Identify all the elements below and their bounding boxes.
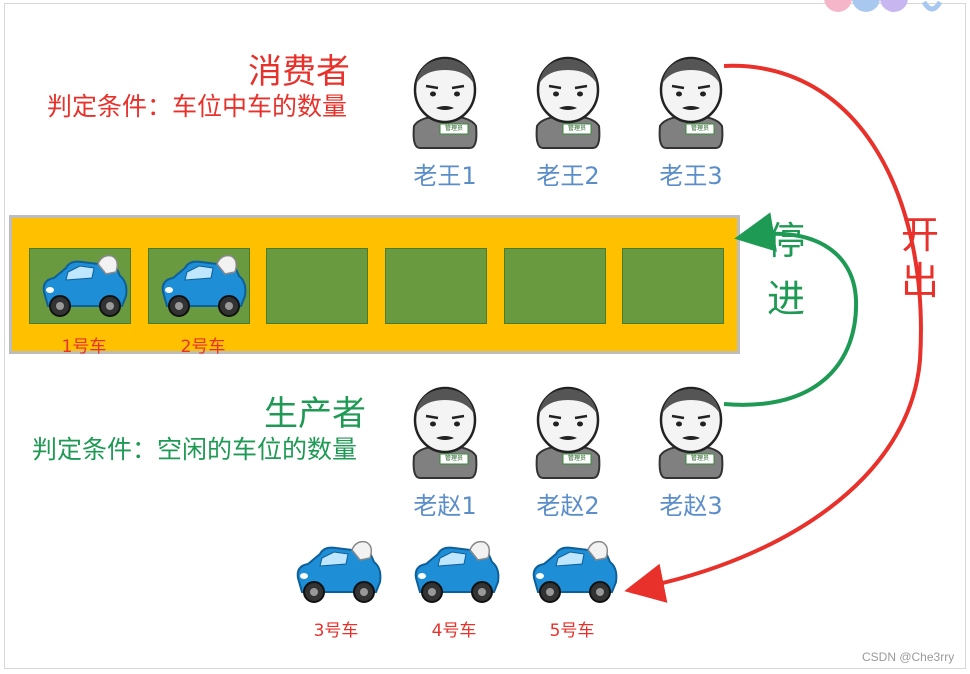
parking-slot-4	[385, 248, 487, 324]
car-icon	[42, 254, 128, 317]
producer-name-2: 老赵2	[536, 492, 600, 520]
drive-out-arrow	[624, 63, 923, 603]
consumer-title: 消费者	[248, 52, 350, 92]
producer-person-2: 管理员 老赵2	[523, 386, 613, 520]
park-in-arrow	[723, 212, 859, 407]
car-label-5: 5号车	[549, 621, 595, 641]
car-label-4: 4号车	[431, 621, 477, 641]
car-icon	[161, 254, 247, 317]
producer-person-1: 管理员 老赵1	[400, 386, 490, 520]
car-icon	[296, 540, 382, 603]
parking-slot-6	[622, 248, 724, 324]
car-icon	[532, 540, 618, 603]
person-badge: 管理员	[690, 455, 709, 462]
producer-person-3: 管理员 老赵3	[646, 386, 736, 520]
car-label-2: 2号车	[180, 337, 226, 357]
person-badge: 管理员	[444, 455, 463, 462]
person-avatar-icon	[535, 56, 601, 149]
consumer-name-1: 老王1	[413, 162, 477, 190]
person-badge: 管理员	[690, 125, 709, 132]
person-avatar-icon	[535, 386, 601, 479]
park-in-label: 停进	[766, 219, 805, 321]
consumer-name-2: 老王2	[536, 162, 600, 190]
parking-slot-3	[266, 248, 368, 324]
parking-slot-5	[504, 248, 606, 324]
consumer-condition: 判定条件：车位中车的数量	[47, 92, 348, 121]
producer-name-3: 老赵3	[659, 492, 723, 520]
producer-name-1: 老赵1	[413, 492, 477, 520]
person-avatar-icon	[412, 56, 478, 149]
producer-title: 生产者	[264, 394, 366, 434]
car-label-1: 1号车	[61, 337, 107, 357]
corner-decoration	[824, 0, 943, 12]
drive-out-label: 开出	[900, 213, 939, 303]
consumer-person-3: 管理员 老王3	[646, 56, 736, 190]
producer-condition: 判定条件：空闲的车位的数量	[32, 435, 358, 464]
watermark: CSDN @Che3rry	[862, 650, 955, 664]
person-badge: 管理员	[567, 455, 586, 462]
car-icon	[414, 540, 500, 603]
car-label-3: 3号车	[313, 621, 359, 641]
person-badge: 管理员	[567, 125, 586, 132]
consumer-person-2: 管理员 老王2	[523, 56, 613, 190]
person-badge: 管理员	[444, 125, 463, 132]
consumer-person-1: 管理员 老王1	[400, 56, 490, 190]
person-avatar-icon	[658, 56, 724, 149]
person-avatar-icon	[412, 386, 478, 479]
diagram-frame	[4, 3, 966, 669]
consumer-name-3: 老王3	[659, 162, 723, 190]
person-avatar-icon	[658, 386, 724, 479]
